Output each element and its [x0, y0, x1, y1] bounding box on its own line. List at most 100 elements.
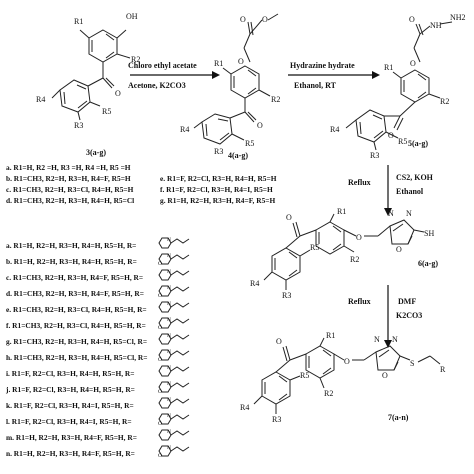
c5-r3-label: R3	[370, 151, 379, 160]
list-item-an: n. R1=H, R2=H, R3=H, R4=F, R5=H, R=	[6, 449, 135, 458]
c4-carbonyl-o: O	[257, 121, 263, 130]
amine-o-label: O	[158, 261, 162, 267]
amine-ring	[158, 413, 172, 425]
list-item-an: d. R1=CH3, R2=H, R3=H, R4=F, R5=H, R=	[6, 289, 144, 298]
c6-carbonyl-o: O	[286, 213, 292, 222]
amine-n-label: N	[167, 333, 171, 339]
c3-oh-label: OH	[126, 12, 138, 21]
step-2-reagent: Hydrazine hydrate	[290, 61, 355, 70]
c5-r4-label: R4	[330, 125, 339, 134]
step-1-reagent: Chloro ethyl acetate	[128, 61, 197, 70]
amine-n-label: N	[167, 253, 171, 259]
compound-7-structure	[253, 337, 441, 414]
list-item-an: m. R1=H, R2=H, R3=H, R4=F, R5=H, R=	[6, 433, 137, 442]
c6-r3-label: R3	[282, 291, 291, 300]
compound-4-label: 4(a-g)	[228, 151, 248, 160]
c7-r5-label: R5	[300, 371, 309, 380]
alkyl-chain	[170, 414, 190, 420]
amine-ring	[158, 429, 172, 441]
amine-n-label: N	[167, 269, 171, 275]
c4-r4-label: R4	[180, 125, 189, 134]
alkyl-chain	[170, 350, 190, 356]
c5-r5-label: R5	[398, 137, 407, 146]
amine-o-label: O	[158, 325, 162, 331]
amine-ring	[158, 317, 172, 329]
list-item-ag: g. R1=H, R2=H, R3=H, R4=F, R5=H	[160, 196, 275, 205]
amine-n-label: N	[167, 445, 171, 451]
c3-r2-label: R2	[131, 55, 140, 64]
compound-3-label: 3(a-g)	[86, 148, 106, 157]
c7-r2-label: R2	[324, 389, 333, 398]
alkyl-chain	[170, 254, 190, 260]
amine-ring	[158, 253, 172, 265]
alkyl-chain	[170, 430, 190, 436]
amine-ring	[158, 445, 172, 457]
alkyl-chain	[170, 302, 190, 308]
step-2-arrowhead	[372, 71, 380, 79]
amine-n-label: N	[167, 397, 171, 403]
amine-o-label: O	[158, 357, 162, 363]
compound-5-structure	[345, 21, 453, 151]
c5-carbonyl-o: O	[388, 131, 394, 140]
c4-ester-carbonyl-o: O	[240, 15, 246, 24]
step-3-solvent: Ethanol	[396, 187, 424, 196]
step-4-solvent: DMF	[398, 297, 416, 306]
c4-r5-label: R5	[245, 139, 254, 148]
amine-n-label: N	[167, 365, 171, 371]
list-item-an: f. R1=CH3, R2=H, R3=Cl, R4=H, R5=H, R=	[6, 321, 146, 330]
list-item-an: a. R1=H, R2=H, R3=H, R4=H, R5=H, R=	[6, 241, 136, 250]
alkyl-chain	[170, 398, 190, 404]
alkyl-chain	[170, 366, 190, 372]
list-item-an: k. R1=F, R2=Cl, R3=H, R4=I, R5=H, R=	[6, 401, 134, 410]
c5-amide-o: O	[409, 15, 415, 24]
c7-ring-o: O	[382, 371, 388, 380]
c6-ring-n: N	[388, 209, 394, 218]
c6-sh-label: SH	[424, 229, 434, 238]
list-item-ag: d. R1=CH3, R2=H, R3=H, R4=H, R5=Cl	[6, 196, 134, 205]
amine-ring	[158, 349, 172, 361]
amine-ring	[158, 285, 172, 297]
compound-7-label: 7(a-n)	[388, 413, 409, 422]
alkyl-chain	[170, 318, 190, 324]
c7-r1-label: R1	[326, 331, 335, 340]
amine-n-label: N	[167, 237, 171, 243]
step-4-arrowhead	[384, 340, 392, 348]
compound-4-structure	[193, 13, 279, 145]
step-3-reagent: CS2, KOH	[396, 173, 434, 182]
c4-ester-o: O	[262, 15, 268, 24]
list-item-an: i. R1=F, R2=Cl, R3=H, R4=H, R5=H, R=	[6, 369, 134, 378]
c7-s-label: S	[410, 359, 414, 368]
c5-r1-label: R1	[384, 63, 393, 72]
amine-ring	[158, 365, 172, 377]
amine-o-label: O	[158, 293, 162, 299]
c5-nh-label: NH	[430, 21, 442, 30]
alkyl-chain	[170, 446, 190, 452]
list-item-an: j. R1=F, R2=Cl, R3=H, R4=H, R5=H, R=	[5, 385, 135, 394]
c3-carbonyl-o: O	[115, 89, 121, 98]
alkyl-chain	[170, 334, 190, 340]
c6-r1-label: R1	[337, 207, 346, 216]
c7-ring-n2: N	[392, 335, 398, 344]
amine-n-label: N	[167, 413, 171, 419]
list-item-ag: e. R1=F, R2=Cl, R3=H, R4=H, R5=H	[160, 174, 277, 183]
amine-n-label: N	[167, 381, 171, 387]
c7-ether-o: O	[344, 357, 350, 366]
amine-o-label: O	[158, 421, 162, 427]
amine-ring	[158, 269, 172, 281]
amine-n-label: N	[167, 349, 171, 355]
list-item-an: l. R1=F, R2=Cl, R3=H, R4=I, R5=H, R=	[6, 417, 132, 426]
amine-ring	[158, 381, 172, 393]
amine-n-label: N	[167, 317, 171, 323]
amine-ring	[158, 237, 172, 249]
step-3-arrowhead	[384, 208, 392, 216]
substituent-list-an: a. R1=H, R2=H, R3=H, R4=H, R5=H, R=Nb. R…	[5, 237, 190, 459]
step-2-conditions: Ethanol, RT	[294, 81, 337, 90]
amine-o-label: O	[158, 389, 162, 395]
alkyl-chain	[170, 238, 190, 244]
substituent-list-ag: a. R1=H, R2 =H, R3 =H, R4 =H, R5 =H b. R…	[6, 163, 277, 205]
compound-6-label: 6(a-g)	[418, 259, 438, 268]
c6-ring-o: O	[396, 245, 402, 254]
alkyl-chain	[170, 382, 190, 388]
c7-ring-n: N	[374, 335, 380, 344]
